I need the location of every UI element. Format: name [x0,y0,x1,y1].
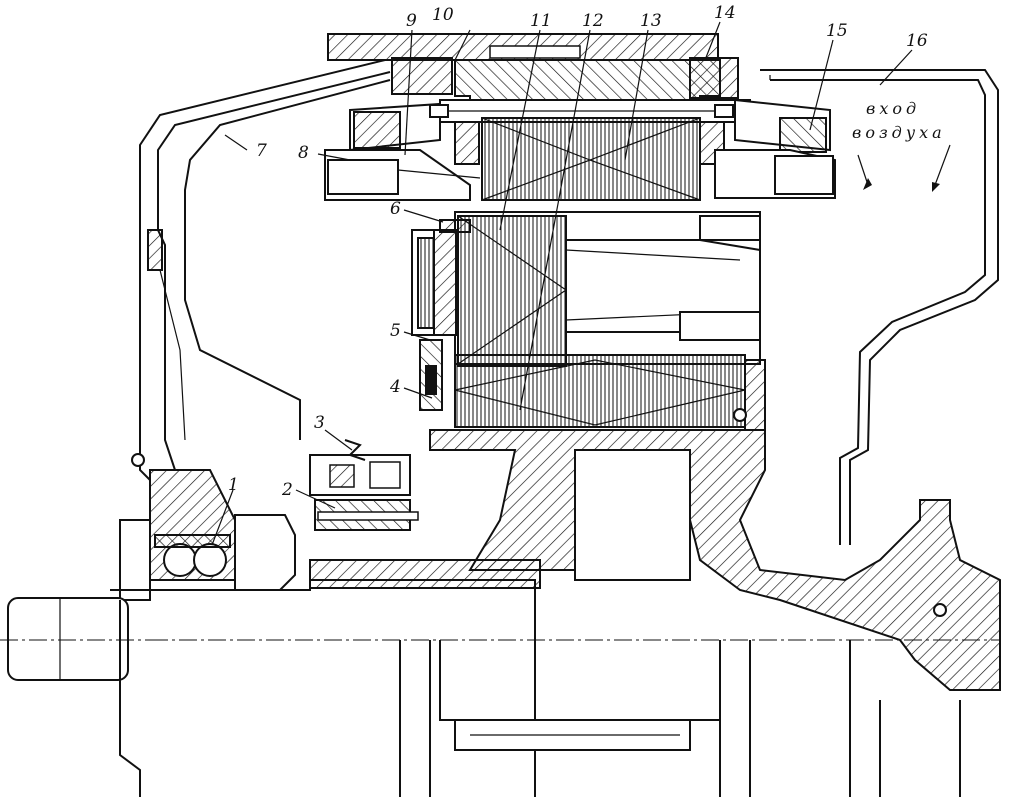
label-part-12: 12 [582,11,604,31]
label-part-2: 2 [281,480,293,500]
upper-stator-core [481,117,701,201]
air-inlet-line-2: воздуха [852,123,946,142]
label-part-4: 4 [389,377,401,397]
central-hub [429,429,1001,691]
left-bracket [139,59,391,481]
label-part-15: 15 [826,21,848,41]
upper-rotor-flange [439,59,751,165]
label-part-13: 13 [640,11,662,31]
bearing-housing [119,469,296,601]
brush-holder [309,439,419,531]
label-part-14: 14 [714,3,736,23]
label-part-6: 6 [390,199,401,219]
leader-lines [211,21,951,546]
label-part-1: 1 [228,475,239,495]
label-part-16: 16 [906,31,928,51]
label-part-8: 8 [298,143,309,163]
label-part-5: 5 [390,321,401,341]
air-inlet-cover [760,69,999,545]
label-part-7: 7 [256,141,267,161]
label-part-9: 9 [406,11,417,31]
lower-stator-core [454,354,766,431]
right-fan-assembly [714,98,836,199]
rotor-pole-body [454,211,761,367]
air-inlet-line-1: вход [866,99,920,118]
main-shaft [0,559,1000,797]
left-fan-assembly [324,102,481,201]
label-part-3: 3 [314,413,325,433]
fasteners [131,104,947,617]
label-part-11: 11 [530,11,552,31]
exciter-winding [411,219,471,411]
label-part-10: 10 [432,5,454,25]
